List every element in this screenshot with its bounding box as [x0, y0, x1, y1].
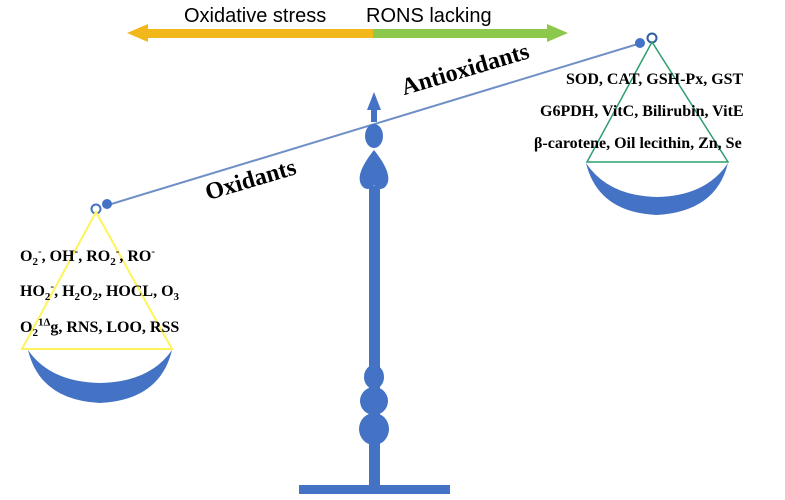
oxidant-line-1: O2-, OH-, RO2-, RO-	[20, 245, 156, 269]
stand-top-arrow	[367, 92, 381, 122]
rons-lacking-label: RONS lacking	[366, 5, 492, 27]
formula-segment: -	[50, 280, 55, 293]
formula-segment: O	[20, 319, 33, 336]
formula-segment: 2	[32, 256, 38, 269]
formula-segment: -	[115, 245, 120, 258]
oxidative-stress-bar	[147, 29, 373, 38]
stand-base	[299, 485, 450, 494]
antioxidant-line-1: SOD, CAT, GSH-Px, GST	[566, 71, 744, 88]
right-pan-hanger	[585, 40, 730, 163]
formula-segment: 1Δ	[37, 316, 51, 329]
top-double-arrow	[127, 24, 568, 42]
formula-segment: 2	[74, 291, 81, 304]
beam-left-knob	[102, 199, 112, 209]
formula-segment: O	[20, 248, 33, 265]
stand-pole	[369, 186, 380, 486]
stand-drop-ornament	[359, 150, 389, 189]
rons-lacking-bar	[373, 29, 548, 38]
left-arrowhead	[127, 24, 148, 42]
formula-segment: 2	[110, 256, 116, 269]
oxidant-line-2: HO2-, H2O2, HOCL, O3	[20, 280, 180, 304]
formula-segment: 3	[173, 291, 180, 304]
formula-segment: , OH	[41, 248, 75, 265]
formula-segment: 2	[92, 291, 98, 304]
formula-segment: , RO	[119, 248, 152, 265]
formula-segment: -	[74, 245, 79, 258]
right-pan-bowl	[586, 163, 728, 215]
antioxidant-line-2: G6PDH, VitC, Bilirubin, VitE	[540, 103, 744, 120]
formula-segment: -	[151, 245, 156, 258]
balance-stand	[299, 92, 450, 494]
stand-top-bead	[365, 124, 383, 148]
formula-segment: -	[37, 245, 42, 258]
oxidative-stress-label: Oxidative stress	[184, 5, 327, 27]
oxidant-line-3: O21Δg, RNS, LOO, RSS	[20, 316, 180, 340]
stand-bead-1	[364, 365, 384, 389]
formula-segment: , H	[54, 283, 75, 300]
stand-bead-3	[359, 413, 389, 445]
formula-segment: g, RNS, LOO, RSS	[50, 319, 180, 336]
formula-segment: , HOCL, O	[97, 283, 174, 300]
formula-segment: 2	[44, 291, 51, 304]
formula-segment: , RO	[78, 248, 111, 265]
antioxidant-line-3: β-carotene, Oil lecithin, Zn, Se	[534, 135, 742, 152]
right-arrowhead	[547, 24, 568, 42]
formula-segment: O	[80, 283, 93, 300]
stand-bead-2	[360, 387, 388, 415]
beam-right-knob	[635, 38, 645, 48]
left-pan-hanger	[20, 209, 174, 350]
formula-segment: HO	[20, 283, 45, 300]
left-pan-bowl	[28, 350, 172, 403]
formula-segment: 2	[32, 327, 38, 340]
